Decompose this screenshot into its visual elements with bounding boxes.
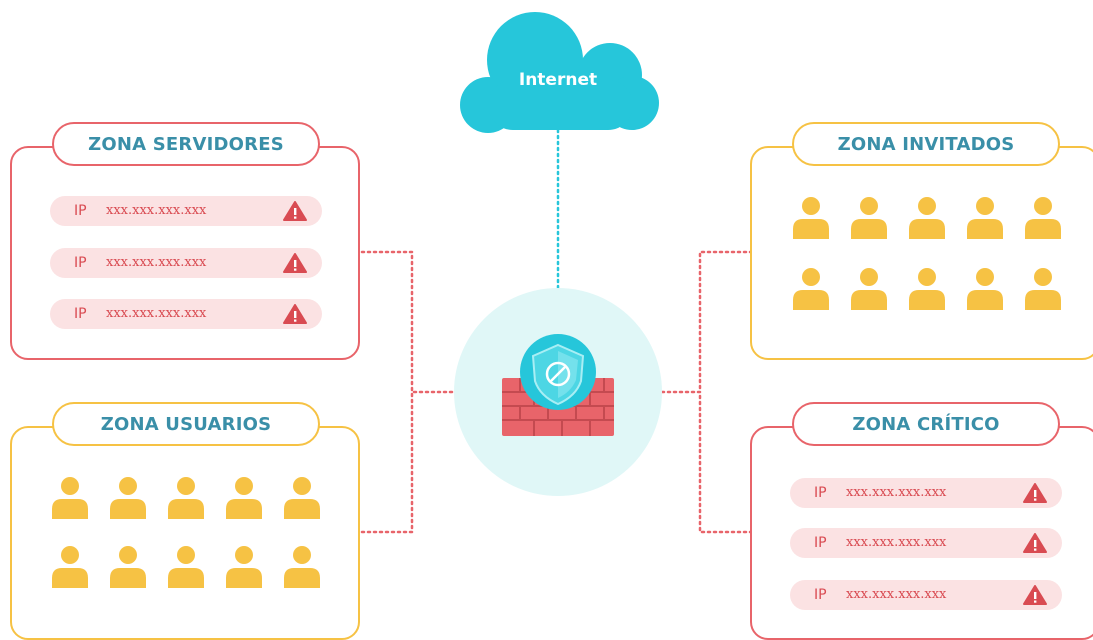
ip-value: xxx.xxx.xxx.xxx [846,485,947,500]
ip-value: xxx.xxx.xxx.xxx [106,203,207,218]
warning-icon [1023,483,1047,503]
ip-label: IP [74,306,87,322]
zona-usuarios-title: ZONA USUARIOS [52,402,320,446]
connectors [360,128,754,534]
zona-critico-title: ZONA CRÍTICO [792,402,1060,446]
zona-usuarios-panel [10,426,360,640]
servidores-connector [360,250,457,394]
ip-label: IP [814,485,827,501]
critico-connector [698,390,754,534]
zona-invitados-panel [750,146,1093,360]
shield-icon [520,334,596,410]
ip-value: xxx.xxx.xxx.xxx [846,587,947,602]
warning-icon [283,201,307,221]
cloud-icon [460,12,659,133]
zona-servidores-title: ZONA SERVIDORES [52,122,320,166]
zona-invitados-title: ZONA INVITADOS [792,122,1060,166]
usuarios-connector [360,390,414,534]
warning-icon [283,253,307,273]
warning-icon [1023,533,1047,553]
critico-ip-row: IP xxx.xxx.xxx.xxx [790,580,1062,610]
ip-label: IP [814,535,827,551]
internet-label: Internet [518,70,598,90]
warning-icon [1023,585,1047,605]
servidores-ip-row: IP xxx.xxx.xxx.xxx [50,299,322,329]
servidores-ip-row: IP xxx.xxx.xxx.xxx [50,196,322,226]
firewall-node [454,288,662,496]
warning-icon [283,304,307,324]
critico-ip-row: IP xxx.xxx.xxx.xxx [790,528,1062,558]
ip-label: IP [814,587,827,603]
ip-label: IP [74,203,87,219]
invitados-connector [660,250,754,394]
ip-value: xxx.xxx.xxx.xxx [846,535,947,550]
ip-label: IP [74,255,87,271]
critico-ip-row: IP xxx.xxx.xxx.xxx [790,478,1062,508]
servidores-ip-row: IP xxx.xxx.xxx.xxx [50,248,322,278]
ip-value: xxx.xxx.xxx.xxx [106,255,207,270]
ip-value: xxx.xxx.xxx.xxx [106,306,207,321]
